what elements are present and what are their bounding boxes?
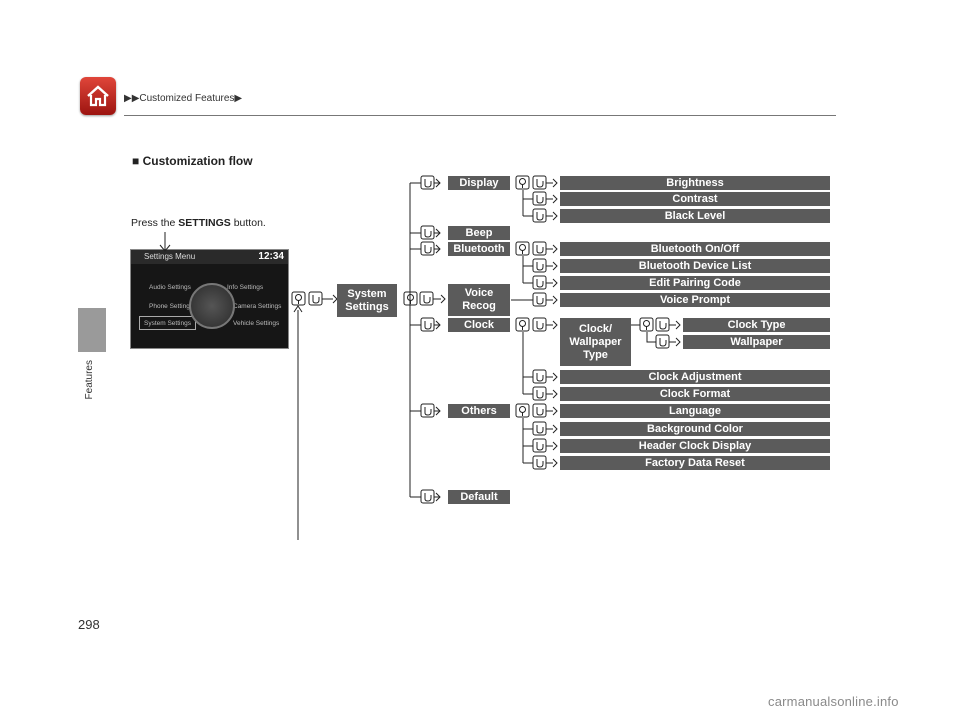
flow-bluetooth-on-off: Bluetooth On/Off [560,242,830,256]
header-divider [124,115,836,116]
flow-language: Language [560,404,830,418]
flow-bluetooth-device-list: Bluetooth Device List [560,259,830,273]
screen-dial-graphic [189,283,235,329]
screen-title: Settings Menu [144,252,196,261]
screen-item-phone: Phone Settings [149,302,194,310]
watermark: carmanualsonline.info [768,694,899,709]
screen-item-audio: Audio Settings [149,283,191,291]
flow-factory-data-reset: Factory Data Reset [560,456,830,470]
flow-edit-pairing-code: Edit Pairing Code [560,276,830,290]
settings-menu-screen: Settings Menu 12:34 Audio Settings Info … [130,249,289,349]
flow-bluetooth: Bluetooth [448,242,510,256]
screen-item-vehicle: Vehicle Settings [233,319,280,327]
screen-header: Settings Menu 12:34 [131,250,288,264]
flow-default: Default [448,490,510,504]
flow-clock-format: Clock Format [560,387,830,401]
flow-brightness: Brightness [560,176,830,190]
flow-clock-wallpaper-type: Clock/ Wallpaper Type [560,318,631,366]
screen-item-system: System Settings [139,316,196,330]
flow-clock-adjustment: Clock Adjustment [560,370,830,384]
screen-item-camera: Camera Settings [233,302,282,310]
flow-clock: Clock [448,318,510,332]
flow-system-settings: System Settings [337,284,397,317]
flow-background-color: Background Color [560,422,830,436]
home-icon[interactable] [80,77,116,115]
flow-black-level: Black Level [560,209,830,223]
house-glyph [87,85,109,107]
flow-contrast: Contrast [560,192,830,206]
flow-wallpaper: Wallpaper [683,335,830,349]
instruction-text: Press the SETTINGS button. [131,217,266,229]
flow-others: Others [448,404,510,418]
flow-voice-recog: Voice Recog [448,284,510,316]
flow-beep: Beep [448,226,510,240]
breadcrumb[interactable]: ▶▶Customized Features▶ [124,93,243,104]
settings-button-label: SETTINGS [178,217,231,229]
flow-header-clock-display: Header Clock Display [560,439,830,453]
instruction-after: button. [230,217,266,229]
flow-voice-prompt: Voice Prompt [560,293,830,307]
screen-item-info: Info Settings [227,283,264,291]
chapter-tab [78,308,106,352]
page-number: 298 [78,617,100,632]
flow-display: Display [448,176,510,190]
instruction-before: Press the [131,217,179,229]
screen-clock: 12:34 [258,251,284,262]
flow-clock-type: Clock Type [683,318,830,332]
section-title: ■ Customization flow [132,154,253,168]
